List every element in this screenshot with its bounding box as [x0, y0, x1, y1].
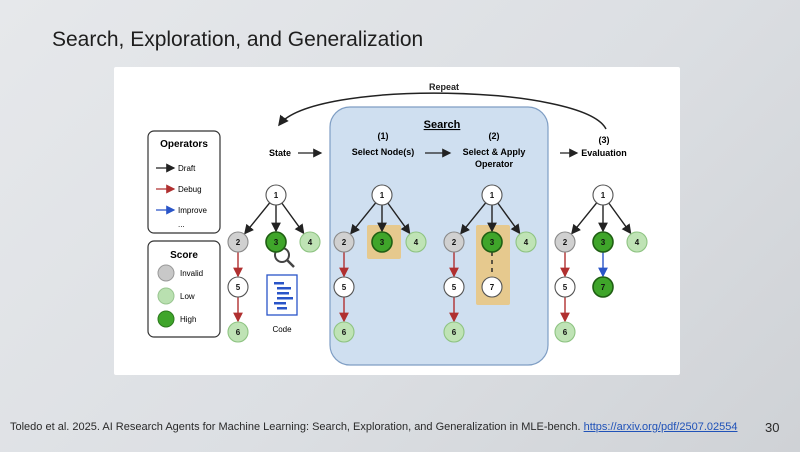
tree1-node-1: 1: [265, 184, 287, 206]
tree1-node-2: 2: [227, 231, 249, 253]
tree4-node-6: 6: [554, 321, 576, 343]
step3-number: (3): [599, 135, 610, 145]
step2-label-line2: Operator: [475, 159, 514, 169]
tree4-node-1: 1: [592, 184, 614, 206]
tree4-node-5: 5: [554, 276, 576, 298]
tree3-node-3: 3: [481, 231, 503, 253]
tree3-node-7-label: 7: [490, 283, 495, 292]
tree4-node-7: 7: [592, 276, 614, 298]
tree1-node-4-label: 4: [308, 238, 313, 247]
tree3-node-1-label: 1: [490, 191, 495, 200]
tree3-node-1: 1: [481, 184, 503, 206]
tree2-edge-1-2: [350, 202, 377, 235]
step2-number: (2): [489, 131, 500, 141]
operator-draft-label: Draft: [178, 164, 196, 173]
code-document-icon: [266, 274, 298, 316]
tree4-node-1-label: 1: [601, 191, 606, 200]
page-number: 30: [765, 420, 780, 435]
tree3-node-7: 7: [481, 276, 503, 298]
tree3-node-2-label: 2: [452, 238, 457, 247]
tree1-node-2-label: 2: [236, 238, 241, 247]
tree2-node-5-label: 5: [342, 283, 347, 292]
tree3-node-5-label: 5: [452, 283, 457, 292]
tree2-node-2: 2: [333, 231, 355, 253]
step2-label-line1: Select & Apply: [463, 147, 526, 157]
tree2-node-1-label: 1: [380, 191, 385, 200]
tree3-edge-1-2: [460, 202, 487, 235]
tree4-edge-1-4: [608, 202, 632, 235]
operators-legend-title: Operators: [160, 139, 208, 150]
tree2-node-1: 1: [371, 184, 393, 206]
tree4-node-2-label: 2: [563, 238, 568, 247]
tree3-node-5: 5: [443, 276, 465, 298]
code-label: Code: [272, 325, 292, 334]
tree4-node-5-label: 5: [563, 283, 568, 292]
tree3-node-4: 4: [515, 231, 537, 253]
tree1-node-6: 6: [227, 321, 249, 343]
tree1-edge-1-2: [244, 202, 271, 235]
search-label: Search: [424, 119, 461, 131]
tree1-node-6-label: 6: [236, 328, 241, 337]
tree4-node-3: 3: [592, 231, 614, 253]
tree1-edge-1-4: [281, 202, 305, 235]
tree4-node-2: 2: [554, 231, 576, 253]
step1-label: Select Node(s): [352, 147, 415, 157]
tree3-node-6: 6: [443, 321, 465, 343]
operator-more-label: ...: [178, 220, 185, 229]
tree1-node-5-label: 5: [236, 283, 241, 292]
invalid-swatch: [157, 264, 175, 282]
tree2-node-3-label: 3: [380, 238, 385, 247]
tree1-node-1-label: 1: [274, 191, 279, 200]
tree4-node-6-label: 6: [563, 328, 568, 337]
search-region: [329, 106, 549, 366]
operators-legend: Operators Draft Debug Improve ...: [147, 130, 221, 234]
score-legend: Score Invalid Low High: [147, 240, 221, 338]
tree4-node-7-label: 7: [601, 283, 606, 292]
tree3-node-6-label: 6: [452, 328, 457, 337]
operator-debug-label: Debug: [178, 185, 202, 194]
tree4-node-4-label: 4: [635, 238, 640, 247]
tree2-node-3: 3: [371, 231, 393, 253]
slide-title: Search, Exploration, and Generalization: [52, 28, 424, 51]
tree4-edge-1-2: [571, 202, 598, 235]
tree1-node-3: 3: [265, 231, 287, 253]
tree2-node-4: 4: [405, 231, 427, 253]
step3-label: Evaluation: [581, 148, 627, 158]
score-invalid-label: Invalid: [180, 269, 203, 278]
tree2-node-2-label: 2: [342, 238, 347, 247]
score-legend-title: Score: [170, 250, 198, 261]
tree2-node-6: 6: [333, 321, 355, 343]
score-high-label: High: [180, 315, 196, 324]
tree2-node-5: 5: [333, 276, 355, 298]
diagram-panel: Search Repeat State (1) Select Node(s) (…: [114, 67, 680, 375]
step1-number: (1): [378, 131, 389, 141]
tree4-node-3-label: 3: [601, 238, 606, 247]
citation-text: Toledo et al. 2025. AI Research Agents f…: [10, 421, 581, 433]
low-swatch: [157, 287, 175, 305]
tree1-node-3-label: 3: [274, 238, 279, 247]
tree3-node-3-label: 3: [490, 238, 495, 247]
tree2-node-4-label: 4: [414, 238, 419, 247]
tree2-edge-1-4: [387, 202, 411, 235]
state-label: State: [269, 148, 291, 158]
tree1-node-4: 4: [299, 231, 321, 253]
tree3-node-4-label: 4: [524, 238, 529, 247]
citation-link[interactable]: https://arxiv.org/pdf/2507.02554: [583, 421, 738, 433]
repeat-label: Repeat: [429, 82, 459, 92]
tree3-edge-1-4: [497, 202, 521, 235]
tree1-node-5: 5: [227, 276, 249, 298]
repeat-arrow: [278, 92, 607, 130]
tree4-node-4: 4: [626, 231, 648, 253]
operator-improve-label: Improve: [178, 206, 207, 215]
search-diagram: Search Repeat State (1) Select Node(s) (…: [147, 82, 648, 366]
score-low-label: Low: [180, 292, 195, 301]
high-swatch: [157, 310, 175, 328]
tree3-node-2: 2: [443, 231, 465, 253]
tree2-node-6-label: 6: [342, 328, 347, 337]
citation: Toledo et al. 2025. AI Research Agents f…: [10, 421, 737, 433]
